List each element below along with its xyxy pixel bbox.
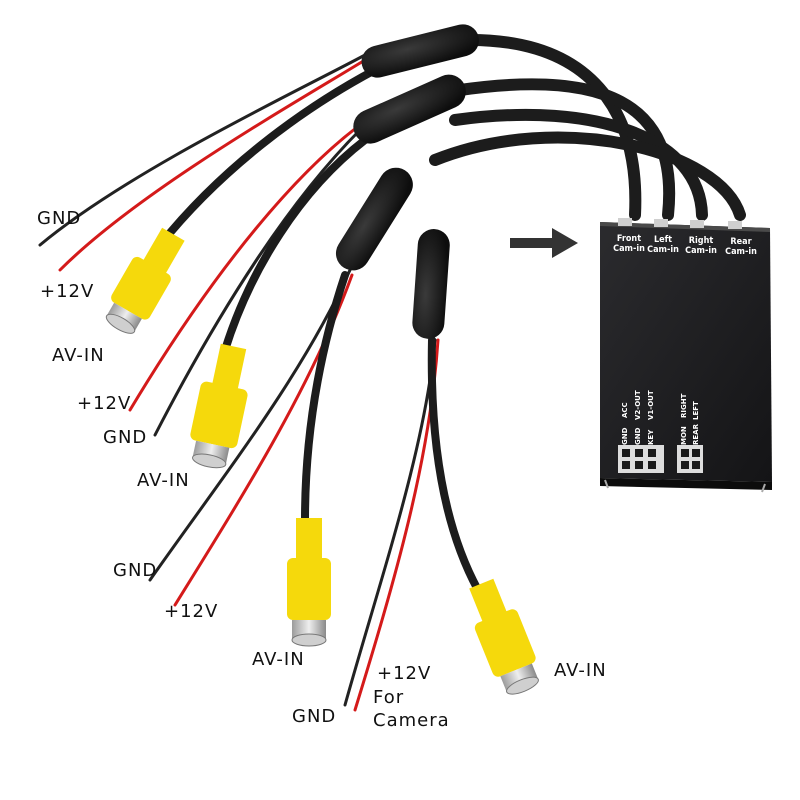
label-12v-3: +12V	[164, 601, 219, 622]
label-avin-3: AV-IN	[252, 649, 305, 670]
label-avin-2: AV-IN	[137, 470, 190, 491]
box-label-left: Left Cam-in	[646, 235, 680, 255]
box-label-front-line1: Front	[616, 234, 642, 244]
rca-connector-3	[287, 518, 331, 647]
label-avin-1: AV-IN	[52, 345, 105, 366]
splitter-1	[361, 24, 479, 78]
rca-connector-1	[105, 227, 185, 334]
label-gnd-2: GND	[103, 427, 148, 448]
wire-set-2	[128, 123, 369, 437]
rca-connector-2	[190, 343, 248, 469]
splitter-2	[353, 74, 466, 144]
label-gnd-3: GND	[113, 560, 158, 581]
pin-label-gnd-1: GND	[621, 427, 629, 445]
box-label-right-line2: Cam-in	[685, 246, 717, 256]
pin-label-key: KEY	[647, 429, 655, 445]
box-label-front-line2: Cam-in	[613, 244, 645, 254]
label-camera: Camera	[373, 710, 450, 731]
box-label-left-line2: Cam-in	[647, 245, 679, 255]
box-label-right-line1: Right	[688, 236, 714, 246]
label-gnd-1: GND	[37, 208, 82, 229]
pin-label-v1-out: V1-OUT	[647, 390, 655, 420]
pin-label-v2-out: V2-OUT	[634, 390, 642, 420]
video-switch-box	[600, 218, 772, 493]
arrow-icon	[510, 228, 578, 258]
label-avin-4: AV-IN	[554, 660, 607, 681]
pin-label-right: RIGHT	[680, 393, 688, 418]
pin-label-gnd-2: GND	[634, 427, 642, 445]
box-label-front: Front Cam-in	[612, 234, 646, 254]
box-label-right: Right Cam-in	[683, 236, 719, 256]
label-12v-1: +12V	[40, 281, 95, 302]
main-cables	[429, 34, 746, 221]
splitter-3	[335, 167, 413, 271]
pin-label-mon: MON	[680, 426, 688, 445]
box-label-rear-line1: Rear	[730, 237, 752, 247]
splitter-4	[412, 229, 450, 339]
box-label-rear-line2: Cam-in	[725, 247, 757, 257]
pin-label-left: LEFT	[692, 401, 700, 420]
label-12v-2: +12V	[77, 393, 132, 414]
wire-set-1	[38, 53, 379, 272]
label-for: For	[373, 687, 405, 708]
rca-connector-4	[469, 578, 539, 695]
box-label-left-line1: Left	[653, 235, 673, 245]
pin-label-rear: REAR	[692, 424, 700, 445]
label-12v-4: +12V	[377, 663, 432, 684]
label-gnd-4: GND	[292, 706, 337, 727]
wire-set-4	[343, 336, 482, 712]
wire-set-3	[148, 268, 354, 607]
pin-label-acc: ACC	[621, 402, 629, 418]
box-label-rear: Rear Cam-in	[722, 237, 760, 257]
